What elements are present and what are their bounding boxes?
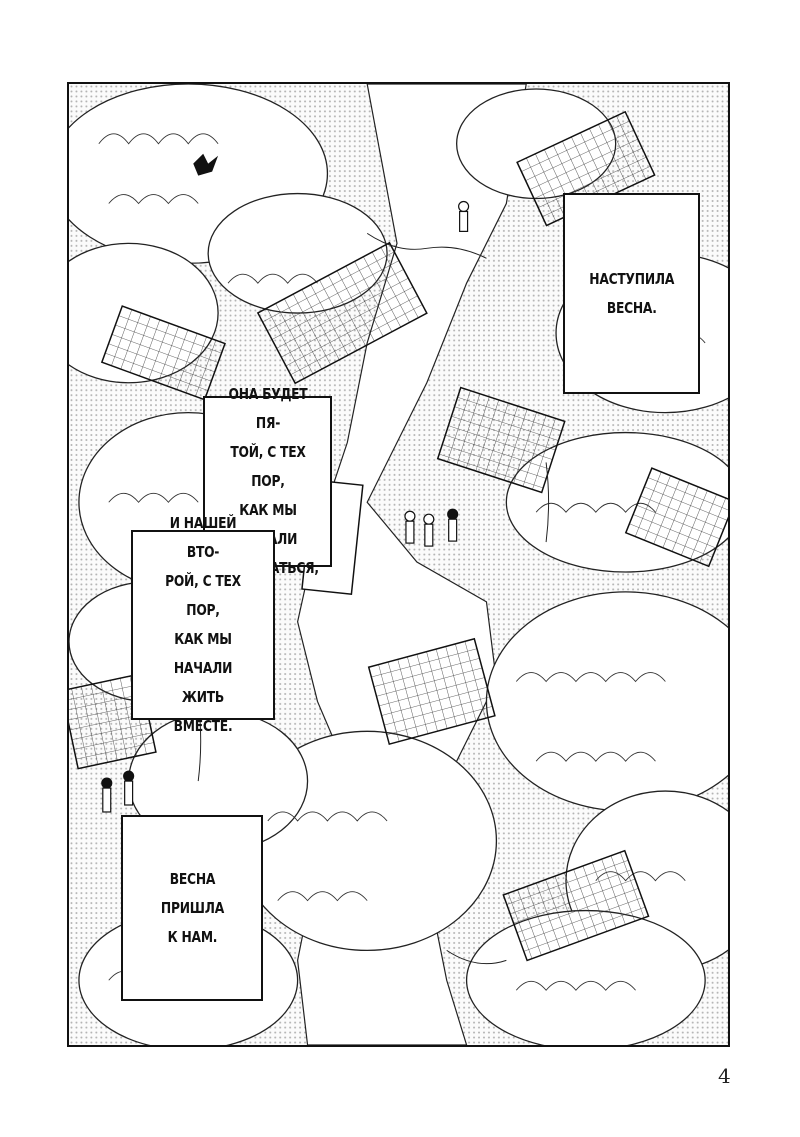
lantern-strings [197,232,550,965]
bird [193,153,219,176]
blossom-texture [98,133,706,991]
caption-text: НАСТУПИЛА ВЕСНА. [589,269,674,317]
page-number: 4 [718,1064,731,1088]
caption-box-spring-came: НАСТУПИЛА ВЕСНА. [563,193,700,394]
caption-box-spring-arrived: ВЕСНА ПРИШЛА К НАМ. [121,815,263,1001]
caption-text: ВЕСНА ПРИШЛА К НАМ. [160,869,224,946]
caption-text: И НАШЕЙ ВТО- РОЙ, С ТЕХ ПОР, КАК МЫ НАЧА… [165,514,241,735]
picnic-blankets [69,110,728,962]
caption-box-second-spring: И НАШЕЙ ВТО- РОЙ, С ТЕХ ПОР, КАК МЫ НАЧА… [131,514,275,735]
people [101,200,470,813]
